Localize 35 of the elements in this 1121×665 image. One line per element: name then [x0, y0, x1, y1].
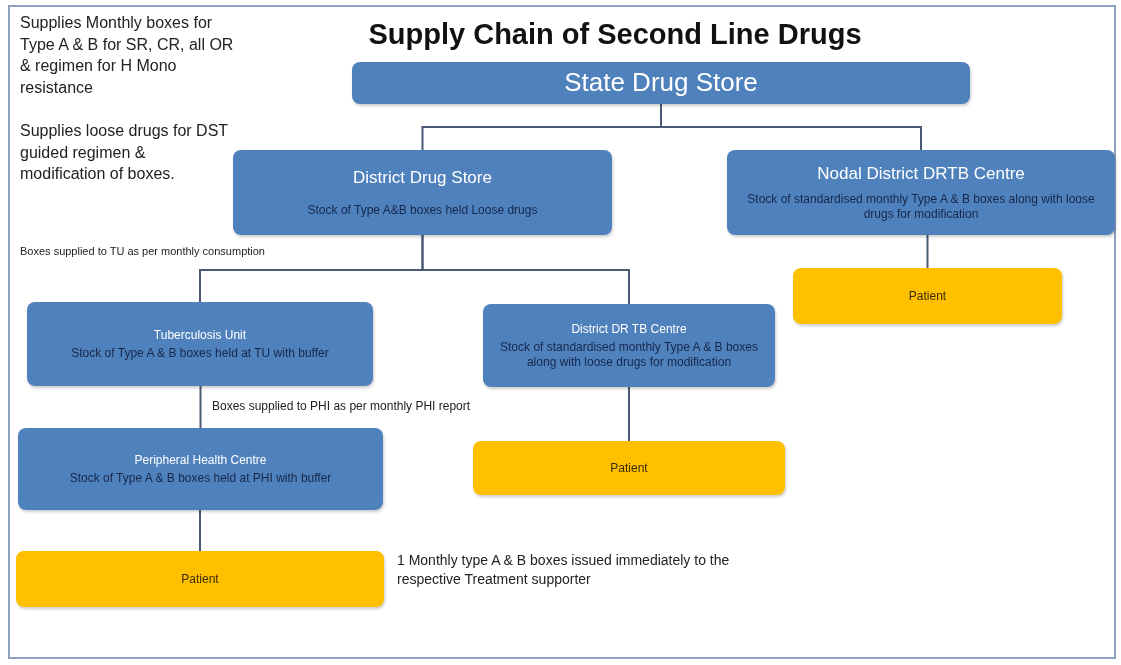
facility-box	[18, 428, 383, 510]
node-description: Stock of standardised monthly Type A & B boxes along with loose drugs for modification	[746, 192, 1096, 222]
node-title: Tuberculosis Unit	[153, 327, 247, 342]
patient-box	[793, 268, 1062, 324]
node-note: 1 Monthly type A & B boxes issued immediately to the respective Treatment supporter	[397, 551, 731, 589]
annotation-text: Supplies loose drugs for DST guided regimen & modification of boxes.	[20, 121, 229, 185]
annotation-text: Boxes supplied to TU as per monthly consumption	[20, 244, 266, 259]
patient-box	[16, 551, 384, 607]
edge-label: Boxes supplied to PHI as per monthly PHI report	[210, 399, 473, 413]
node-title: Patient	[181, 571, 219, 587]
node-title: District DR TB Centre	[571, 321, 687, 337]
connector-line	[199, 385, 202, 429]
facility-box	[727, 150, 1115, 235]
node-description: Stock of Type A & B boxes held at PHI with buffer	[69, 471, 332, 486]
node-description: Stock of Type A & B boxes held at TU with buffer	[71, 346, 329, 361]
node-description: Stock of standardised monthly Type A & B boxes along with loose drugs for modification	[499, 340, 759, 370]
diagram-title: Supply Chain of Second Line Drugs	[367, 18, 863, 51]
facility-box	[233, 150, 612, 235]
facility-box	[352, 62, 970, 104]
node-description: Stock of Type A&B boxes held Loose drugs	[307, 202, 538, 217]
patient-box	[473, 441, 785, 495]
connector-line	[660, 103, 922, 151]
node-title: Nodal District DRTB Centre	[817, 163, 1025, 185]
node-title: District Drug Store	[353, 168, 492, 189]
node-title: State Drug Store	[564, 67, 758, 99]
node-title: Patient	[610, 460, 648, 476]
facility-box	[483, 304, 775, 387]
connector-line	[926, 234, 929, 269]
node-title: Patient	[908, 288, 947, 304]
facility-box	[27, 302, 373, 386]
connector-line	[628, 386, 630, 442]
connector-line	[421, 234, 630, 305]
connector-line	[199, 509, 201, 552]
annotation-text: Supplies Monthly boxes for Type A & B for SR, CR, all OR & regimen for H Mono resistance	[20, 13, 235, 98]
node-title: Peripheral Health Centre	[134, 452, 267, 467]
